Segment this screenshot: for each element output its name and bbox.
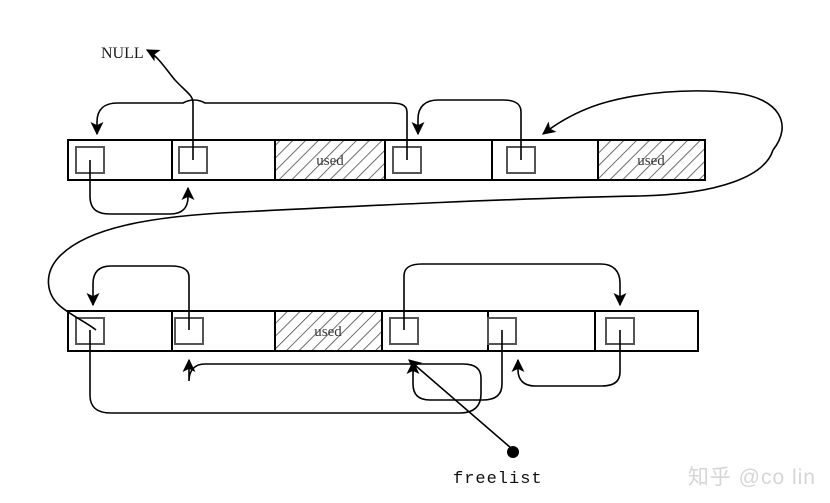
block-r2b3-used [274, 310, 383, 352]
link-r1b2-to-null [145, 49, 194, 160]
memory-row-bottom: used [67, 310, 699, 352]
link-r2b1-to-r2b2 [89, 330, 482, 414]
link-r2b2-to-r2b1 [86, 265, 190, 330]
link-r1b5-to-r1b4 [411, 99, 522, 160]
link-r2b6-to-r2b5 [511, 330, 621, 387]
used-label-r1b3: used [316, 153, 344, 169]
link-r1b4-to-r1b1 [90, 99, 408, 160]
block-r1b3-used [274, 139, 386, 181]
pointer-links [47, 49, 783, 449]
freelist-dot [507, 446, 519, 458]
freelist-label: freelist [453, 470, 543, 489]
link-r2b1-to-r1b5 [47, 149, 774, 331]
null-label: NULL [101, 45, 144, 62]
link-r1b4-to-r1b5 [542, 90, 783, 151]
link-freelist-to-r2b4 [408, 359, 512, 449]
used-label-r1b6: used [637, 153, 665, 169]
block-r1b6-used [597, 139, 706, 181]
used-label-r2b3: used [314, 324, 342, 340]
link-r1b1-to-r1b2 [89, 160, 195, 215]
link-r2b4-to-r2b6 [403, 263, 627, 330]
memory-row-top: used used [67, 139, 706, 181]
watermark: 知乎 @co lin [687, 466, 816, 489]
